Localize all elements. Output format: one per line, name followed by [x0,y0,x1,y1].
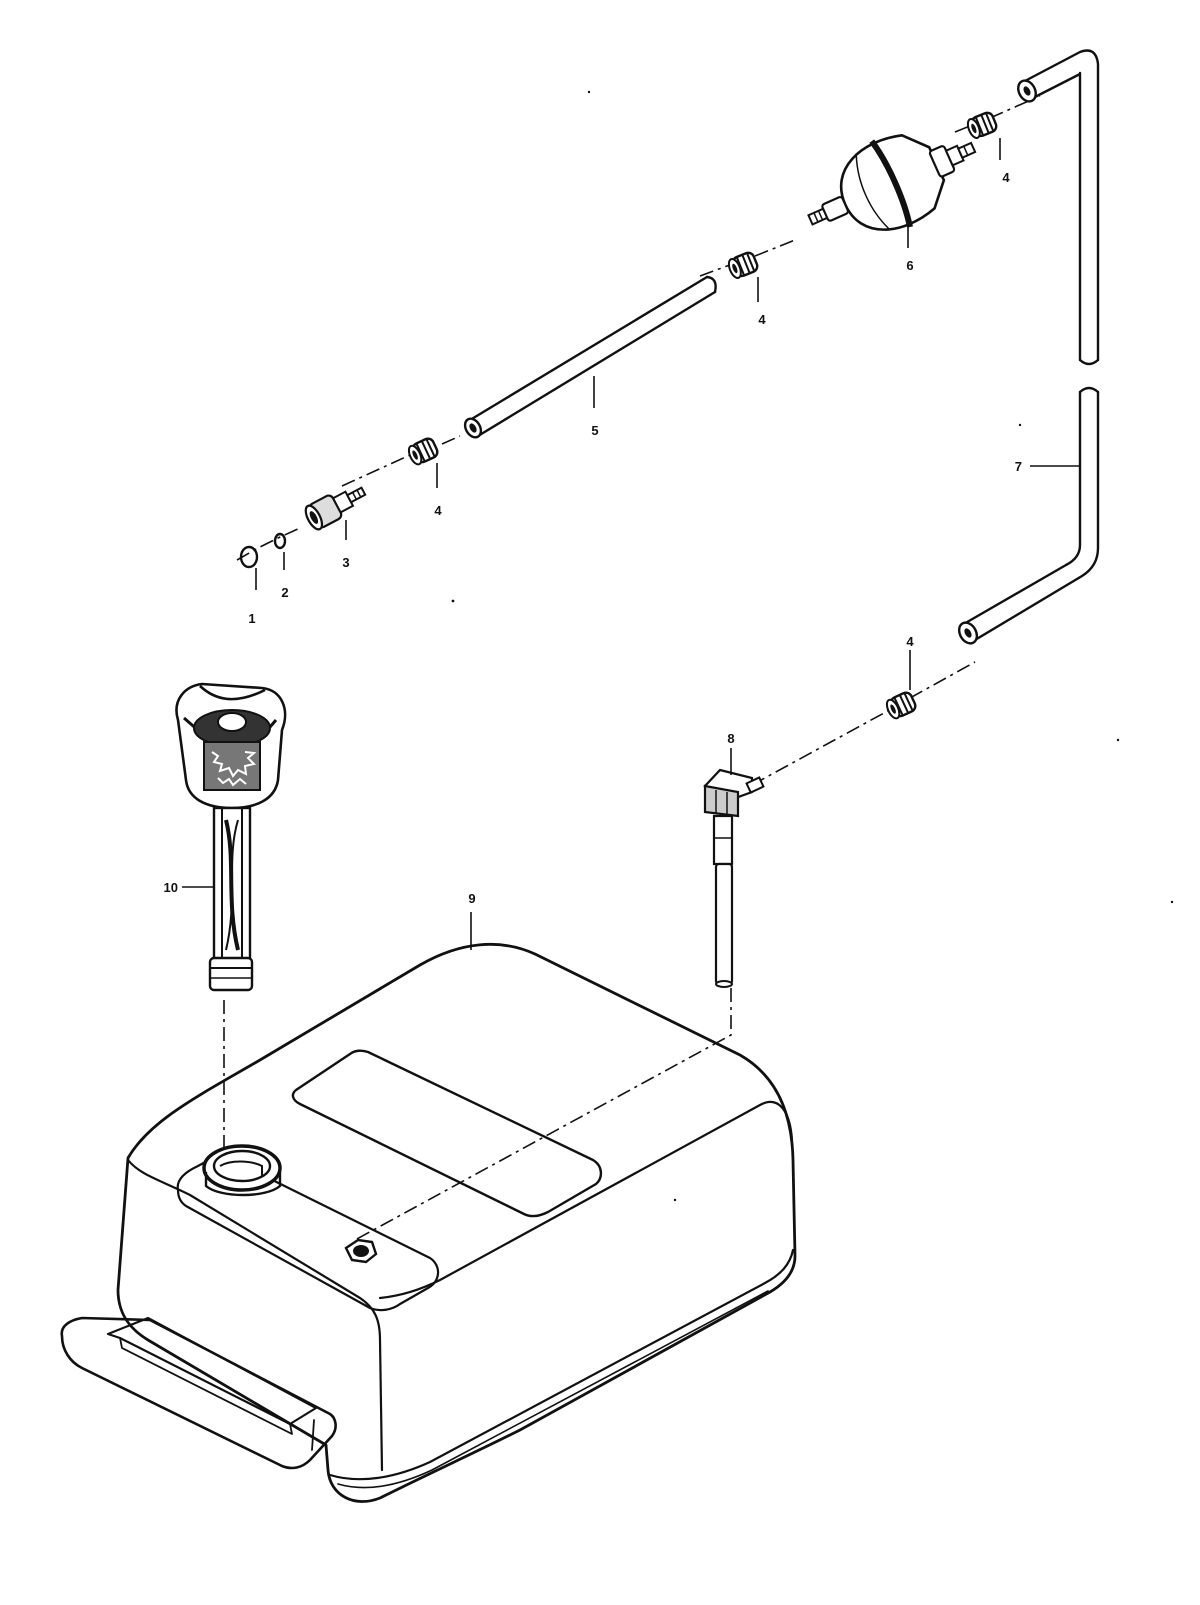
part-5-fuel-hose [463,275,717,439]
callout-8: 8 [727,731,734,746]
part-4-hose-clamp-left [407,437,439,466]
part-3-connector [304,486,367,531]
callout-labels: 1 2 3 4 5 4 6 4 7 4 8 9 10 [164,170,1022,906]
part-2-washer [273,532,287,550]
part-8-pickup-fitting [703,768,765,988]
callout-5: 5 [591,423,598,438]
callout-7: 7 [1015,459,1022,474]
callout-4-mid: 4 [758,312,766,327]
callout-2: 2 [281,585,288,600]
leader-lines [182,138,1080,950]
part-7-bent-hose [957,49,1100,645]
callout-1: 1 [248,611,255,626]
callout-10: 10 [164,880,178,895]
callout-4-left: 4 [434,503,442,518]
part-6-primer-bulb [807,133,977,231]
assembly-centerlines [223,95,1041,1241]
part-4-hose-clamp-mid [727,251,759,279]
part-4-hose-clamp-top [966,111,998,139]
part-1-o-ring [239,545,259,569]
callout-3: 3 [342,555,349,570]
callout-4-top: 4 [1002,170,1010,185]
callout-6: 6 [906,258,913,273]
scan-specks [451,90,1174,1202]
part-4-hose-clamp-lower [885,691,917,720]
callout-9: 9 [468,891,475,906]
callout-4-lower: 4 [906,634,914,649]
part-10-fuel-gauge [175,682,287,992]
part-9-fuel-tank [60,942,797,1503]
